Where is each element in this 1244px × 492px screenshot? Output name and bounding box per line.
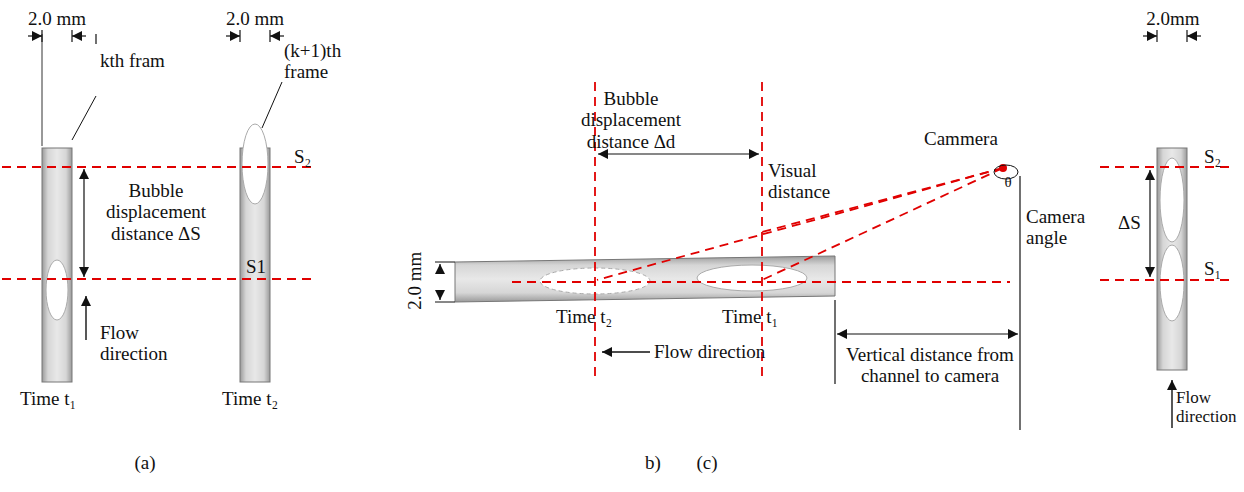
dimension-label: 2.0 mm (404, 246, 425, 316)
flow-arrow (85, 296, 86, 340)
dimension-label: 2.0 mm (220, 8, 290, 29)
section-label: S1 (246, 256, 276, 277)
flow-arrow (602, 351, 650, 352)
displacement-arrow (598, 153, 759, 154)
panel-c (1100, 30, 1232, 428)
distance-label: Visual distance (768, 160, 848, 203)
channel (42, 148, 72, 382)
leader-line (262, 82, 282, 128)
angle-symbol: θ (998, 174, 1018, 191)
camera-axis (1019, 176, 1020, 430)
dimension-arrow (226, 35, 240, 36)
bubble (697, 265, 807, 291)
extension-line (42, 34, 43, 146)
panel-label: (c) (684, 452, 730, 473)
time-label: Time t₂ (222, 388, 312, 409)
distance-arrow (837, 333, 1018, 334)
displacement-arrow (1149, 170, 1150, 277)
angle-label: Camera angle (1026, 206, 1106, 249)
section-label: S₂ (1204, 146, 1238, 167)
dimension-tick (71, 30, 72, 42)
dimension-arrow (270, 35, 284, 36)
bubble (1160, 245, 1184, 321)
extension-line (435, 262, 455, 263)
extension-line (72, 34, 73, 146)
dimension-label: 2.0 mm (22, 8, 92, 29)
channel (455, 256, 835, 302)
reference-line (2, 278, 312, 280)
flow-label: Flow direction (1176, 388, 1240, 426)
dimension-arrow (28, 35, 42, 36)
panel-label: (a) (122, 452, 168, 473)
bubble (242, 124, 268, 204)
reference-line (1100, 279, 1232, 281)
dimension-arrow (1143, 35, 1157, 36)
camera-label: Cammera (924, 128, 1014, 149)
dimension-tick (1186, 30, 1187, 42)
displacement-arrow (83, 169, 84, 277)
bubble (46, 260, 68, 320)
panel-label: b) (636, 452, 670, 473)
displacement-label: ΔS (1118, 212, 1152, 233)
panel-a (2, 30, 312, 382)
time-label: Time t₁ (722, 306, 802, 327)
displacement-label: Bubble displacement distance Δd (566, 88, 696, 152)
leader-line (72, 96, 96, 140)
dimension-tick (41, 30, 42, 42)
reference-line (2, 166, 312, 168)
section-label: S₁ (1204, 258, 1238, 279)
flow-arrow (1171, 380, 1172, 428)
dimension-tick (1156, 30, 1157, 42)
flow-label: Flow direction (100, 322, 190, 365)
time-label: Time t₁ (20, 388, 110, 409)
time-label: Time t₂ (556, 306, 636, 327)
dimension-arrow (439, 292, 440, 300)
dimension-tick (239, 30, 240, 42)
extension-line (435, 302, 455, 303)
dimension-tick (269, 30, 270, 42)
section-label: S₂ (294, 146, 324, 167)
displacement-label: Bubble displacement distance ΔS (92, 180, 220, 244)
reference-line (512, 281, 1010, 283)
dimension-arrow (72, 35, 86, 36)
dimension-tick (95, 34, 96, 44)
extension-line (834, 300, 835, 384)
panel-b (435, 82, 1020, 430)
channel (1157, 148, 1187, 370)
dimension-arrow (439, 264, 440, 272)
distance-label: Vertical distance from channel to camera (842, 344, 1018, 387)
dimension-arrow (1187, 35, 1201, 36)
flow-label: Flow direction (654, 341, 794, 362)
frame-label: kth fram (100, 50, 190, 71)
dimension-label: 2.0mm (1138, 8, 1208, 29)
bubble (1160, 158, 1184, 242)
frame-label: (k+1)th frame (284, 40, 364, 83)
